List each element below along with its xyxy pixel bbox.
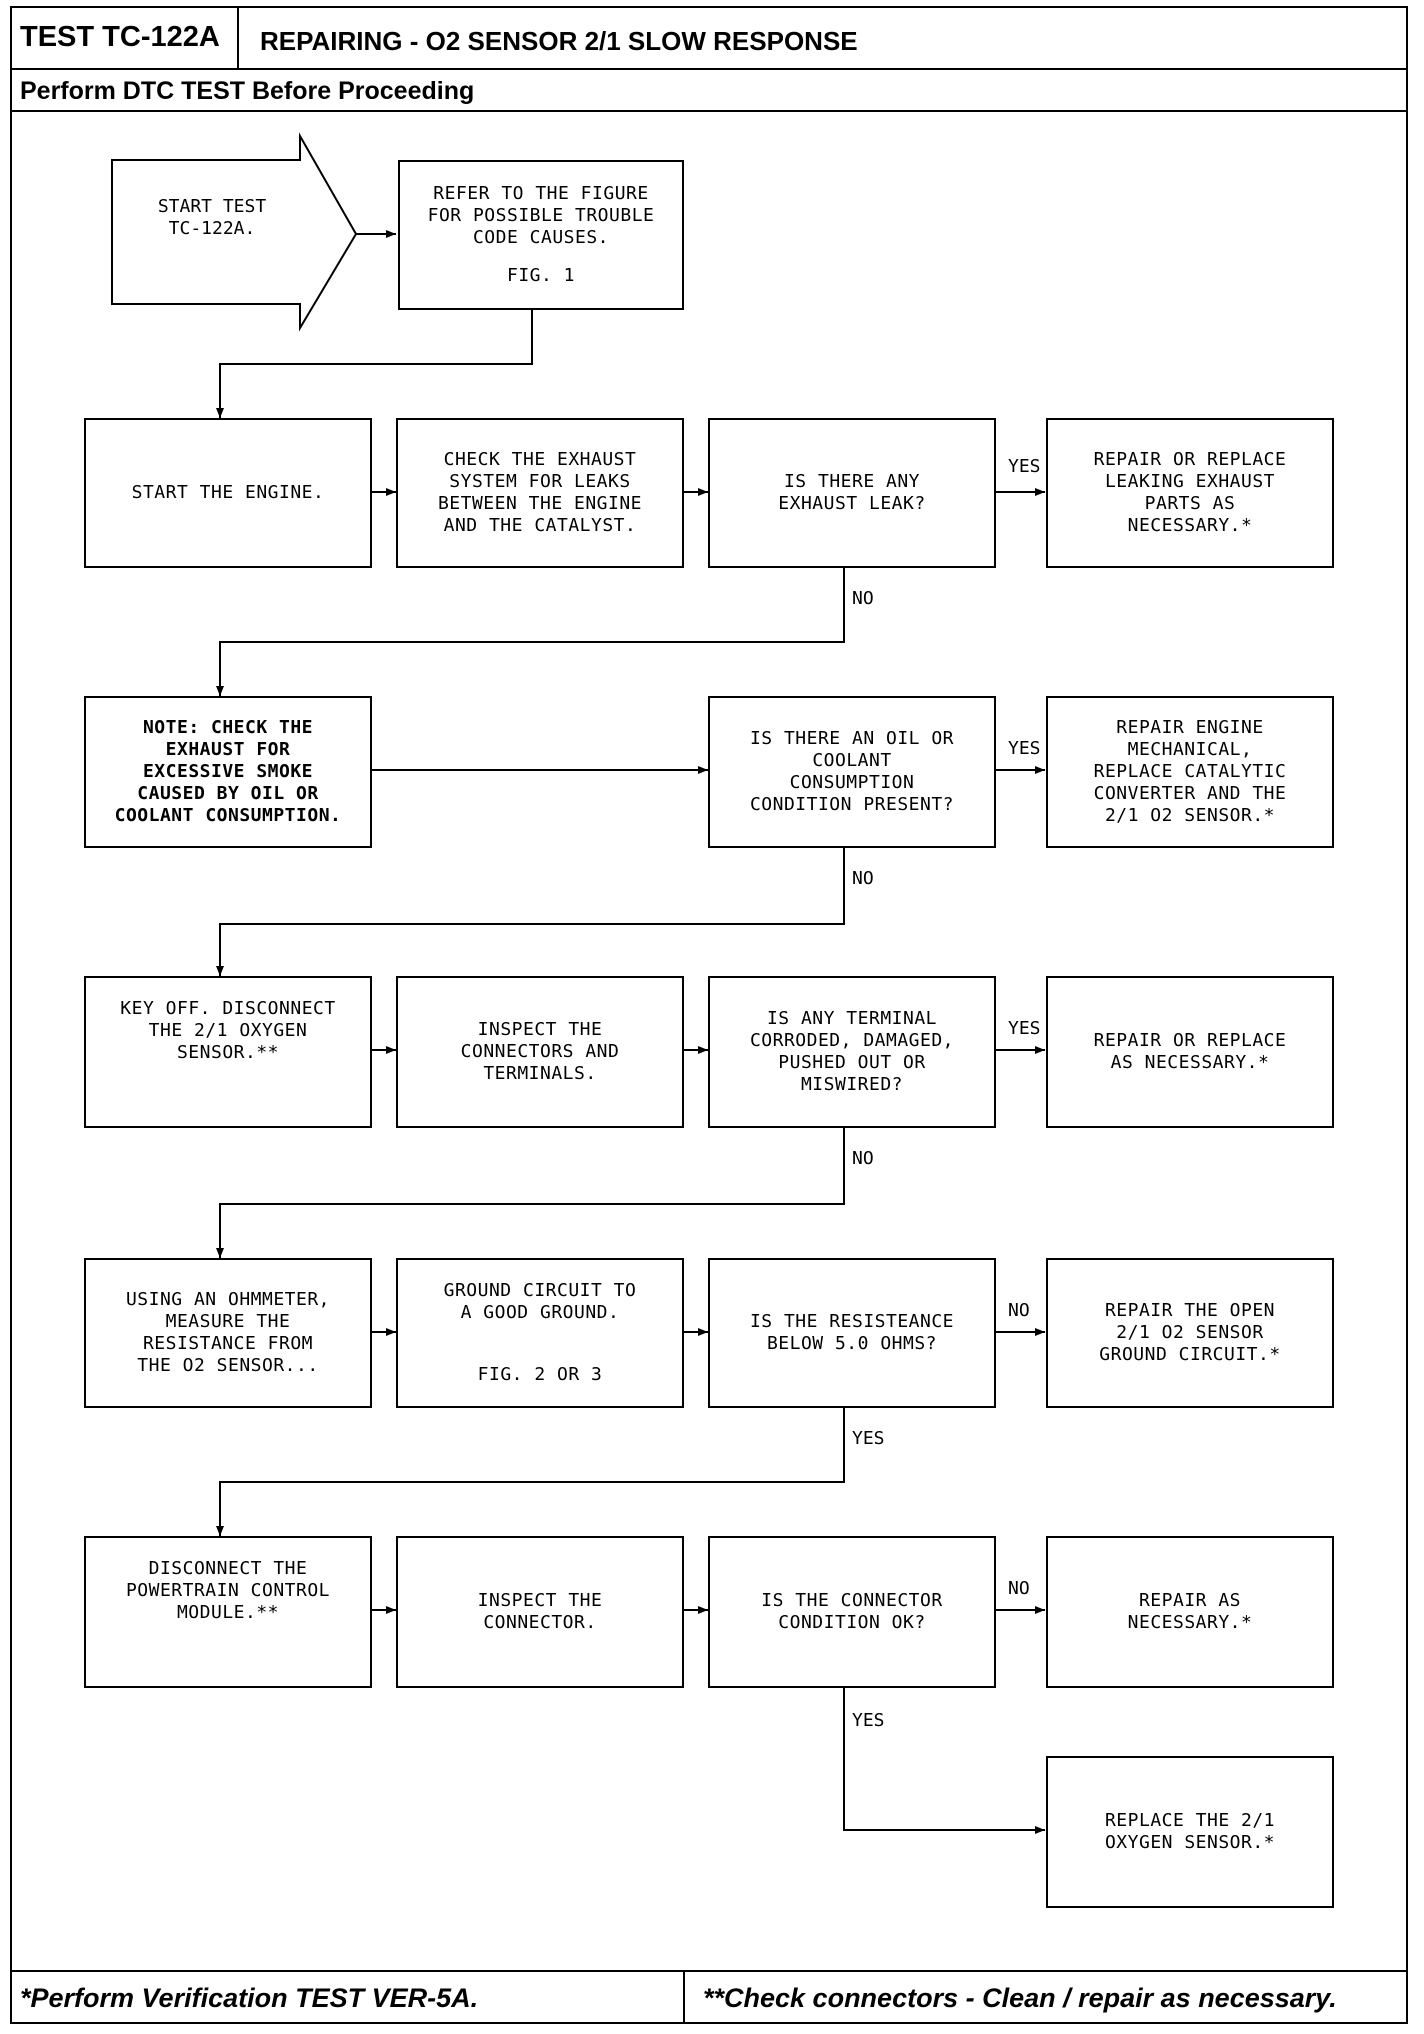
- refer-figure-fig: FIG. 1: [506, 265, 576, 286]
- repair-replace-box: REPAIR OR REPLACE AS NECESSARY.*: [1046, 976, 1334, 1128]
- oil-coolant-question-box: IS THERE AN OIL OR COOLANT CONSUMPTION C…: [708, 696, 996, 848]
- yes-label-exhaust-leak: YES: [1008, 456, 1041, 477]
- refer-figure-text: REFER TO THE FIGURE FOR POSSIBLE TROUBLE…: [427, 183, 655, 248]
- pre-procedure-note: Perform DTC TEST Before Proceeding: [20, 77, 475, 105]
- test-id: TEST TC-122A: [10, 6, 239, 68]
- yes-label-terminal: YES: [1008, 1018, 1041, 1039]
- connector-question-box: IS THE CONNECTOR CONDITION OK?: [708, 1536, 996, 1688]
- ground-circuit-fig: FIG. 2 OR 3: [477, 1364, 603, 1385]
- no-label-connector: NO: [1008, 1578, 1030, 1599]
- start-arrow-shape: [111, 132, 358, 332]
- check-exhaust-box: CHECK THE EXHAUST SYSTEM FOR LEAKS BETWE…: [396, 418, 684, 568]
- yes-label-oil-coolant: YES: [1008, 738, 1041, 759]
- header-title-row: TEST TC-122A REPAIRING - O2 SENSOR 2/1 S…: [10, 6, 1408, 70]
- ground-circuit-box: GROUND CIRCUIT TO A GOOD GROUND. FIG. 2 …: [396, 1258, 684, 1408]
- footer-verification-note: *Perform Verification TEST VER-5A.: [10, 1972, 685, 2024]
- terminal-question-box: IS ANY TERMINAL CORRODED, DAMAGED, PUSHE…: [708, 976, 996, 1128]
- no-label-oil-coolant: NO: [852, 868, 874, 889]
- resistance-question-box: IS THE RESISTEANCE BELOW 5.0 OHMS?: [708, 1258, 996, 1408]
- footer: *Perform Verification TEST VER-5A. **Che…: [10, 1970, 1408, 2024]
- repair-ground-box: REPAIR THE OPEN 2/1 O2 SENSOR GROUND CIR…: [1046, 1258, 1334, 1408]
- smoke-note-box: NOTE: CHECK THE EXHAUST FOR EXCESSIVE SM…: [84, 696, 372, 848]
- page-frame: [10, 6, 1408, 2024]
- inspect-terminals-box: INSPECT THE CONNECTORS AND TERMINALS.: [396, 976, 684, 1128]
- header-note-row: Perform DTC TEST Before Proceeding: [10, 70, 1408, 112]
- yes-label-resistance: YES: [852, 1428, 885, 1449]
- repair-exhaust-box: REPAIR OR REPLACE LEAKING EXHAUST PARTS …: [1046, 418, 1334, 568]
- start-test-text: START TEST TC-122A.: [157, 196, 267, 239]
- yes-label-connector: YES: [852, 1710, 885, 1731]
- disconnect-pcm-box: DISCONNECT THE POWERTRAIN CONTROL MODULE…: [84, 1536, 372, 1688]
- repair-as-necessary-box: REPAIR AS NECESSARY.*: [1046, 1536, 1334, 1688]
- ground-circuit-text: GROUND CIRCUIT TO A GOOD GROUND.: [443, 1280, 637, 1323]
- no-label-resistance: NO: [1008, 1300, 1030, 1321]
- replace-sensor-box: REPLACE THE 2/1 OXYGEN SENSOR.*: [1046, 1756, 1334, 1908]
- start-engine-box: START THE ENGINE.: [84, 418, 372, 568]
- no-label-exhaust-leak: NO: [852, 588, 874, 609]
- no-label-terminal: NO: [852, 1148, 874, 1169]
- ohmmeter-box: USING AN OHMMETER, MEASURE THE RESISTANC…: [84, 1258, 372, 1408]
- key-off-box: KEY OFF. DISCONNECT THE 2/1 OXYGEN SENSO…: [84, 976, 372, 1128]
- test-title: REPAIRING - O2 SENSOR 2/1 SLOW RESPONSE: [260, 26, 858, 56]
- refer-figure-box: REFER TO THE FIGURE FOR POSSIBLE TROUBLE…: [398, 160, 684, 310]
- exhaust-leak-question-box: IS THERE ANY EXHAUST LEAK?: [708, 418, 996, 568]
- inspect-connector-box: INSPECT THE CONNECTOR.: [396, 1536, 684, 1688]
- footer-connector-note: **Check connectors - Clean / repair as n…: [703, 1983, 1337, 2013]
- repair-engine-box: REPAIR ENGINE MECHANICAL, REPLACE CATALY…: [1046, 696, 1334, 848]
